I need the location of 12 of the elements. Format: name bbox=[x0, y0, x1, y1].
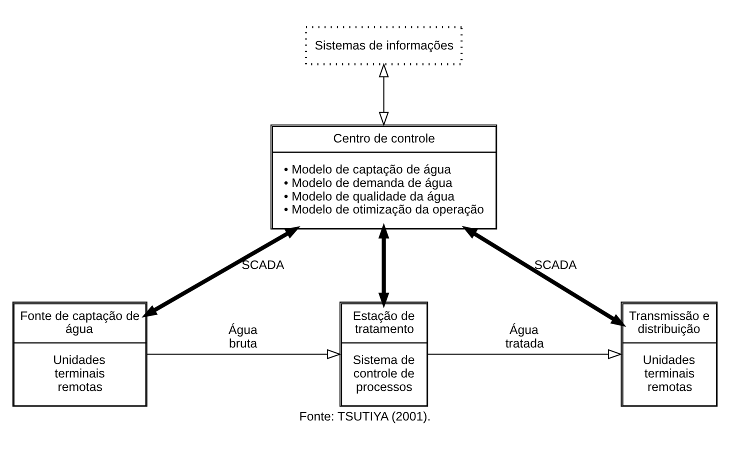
arrow bbox=[428, 348, 622, 359]
arrow bbox=[142, 226, 300, 318]
arrow bbox=[146, 348, 342, 359]
arrow bbox=[378, 222, 390, 308]
arrow bbox=[462, 225, 626, 326]
edge-label: Água tratada bbox=[505, 322, 544, 350]
arrow bbox=[378, 62, 389, 126]
edge-label: SCADA bbox=[242, 257, 284, 272]
node-box: Sistemas de informações bbox=[305, 26, 463, 65]
caption: Fonte: TSUTIYA (2001). bbox=[299, 408, 431, 423]
edge-label: Água bruta bbox=[228, 322, 258, 350]
edge-label: SCADA bbox=[534, 257, 577, 272]
